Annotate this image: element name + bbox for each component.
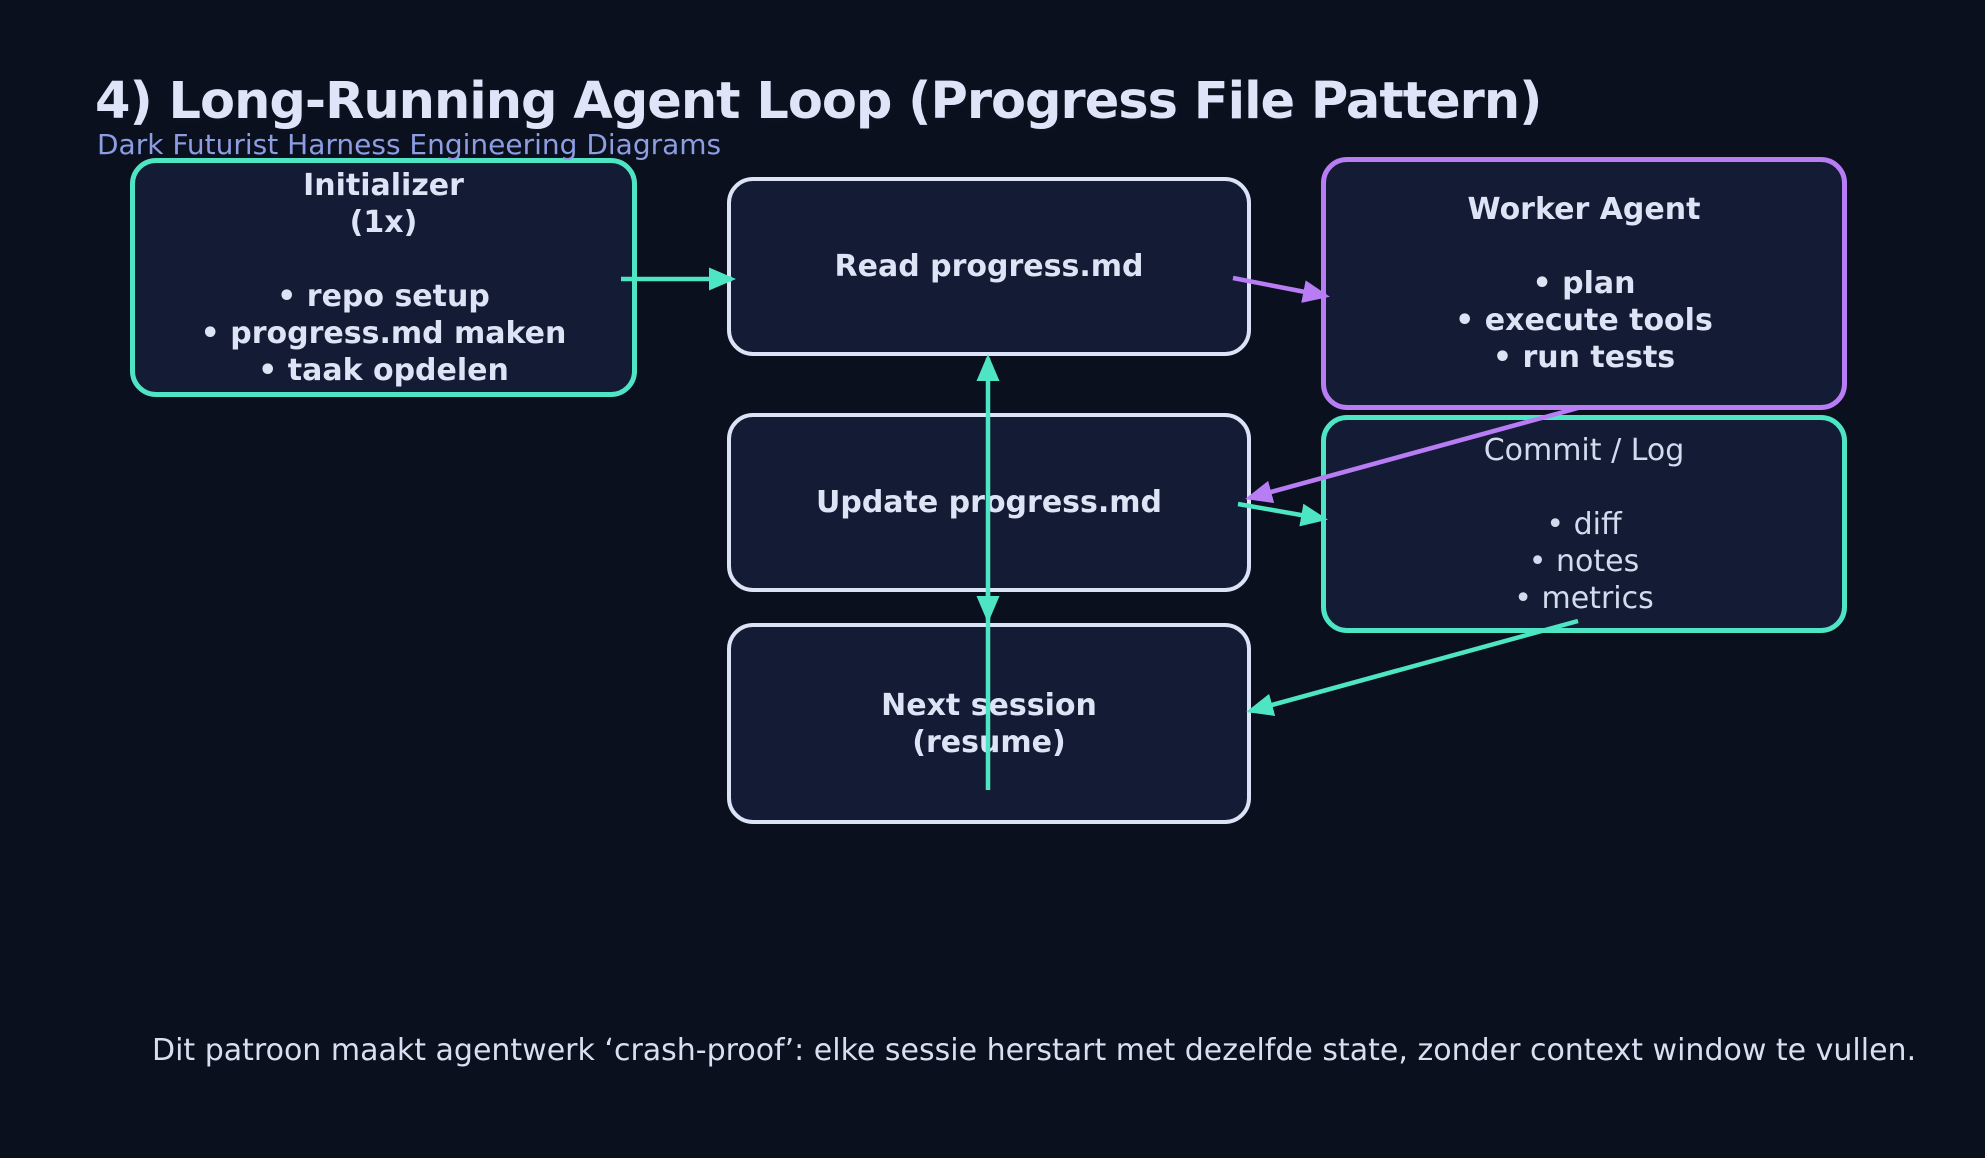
node-commit-log-bullet: • diff <box>1546 506 1622 542</box>
node-initializer-bullet: • repo setup <box>277 278 490 314</box>
node-initializer-subtitle: (1x) <box>349 204 418 240</box>
node-worker-agent: Worker Agent • plan • execute tools • ru… <box>1321 157 1847 410</box>
node-next-session-title: Next session <box>881 687 1097 723</box>
node-worker-agent-bullet: • plan <box>1532 266 1636 301</box>
node-worker-agent-bullet: • run tests <box>1492 340 1676 375</box>
node-commit-log-bullet: • notes <box>1528 543 1640 579</box>
node-initializer-bullet: • progress.md maken <box>200 315 567 351</box>
node-worker-agent-title: Worker Agent <box>1467 192 1701 227</box>
node-read-progress-title: Read progress.md <box>834 249 1144 284</box>
node-update-progress-title: Update progress.md <box>815 485 1163 520</box>
node-initializer-bullet: • taak opdelen <box>258 352 509 388</box>
page-subtitle: Dark Futurist Harness Engineering Diagra… <box>97 128 722 161</box>
node-commit-log-bullet: • metrics <box>1514 580 1654 616</box>
node-commit-log: Commit / Log • diff • notes • metrics <box>1321 415 1847 633</box>
node-initializer: Initializer (1x) • repo setup • progress… <box>130 158 637 397</box>
page-title: 4) Long-Running Agent Loop (Progress Fil… <box>95 72 1542 131</box>
node-next-session: Next session (resume) <box>727 623 1251 824</box>
node-next-session-subtitle: (resume) <box>912 724 1066 760</box>
node-initializer-title: Initializer <box>303 167 464 203</box>
node-worker-agent-bullet: • execute tools <box>1455 303 1713 338</box>
node-commit-log-title: Commit / Log <box>1483 432 1685 468</box>
edge-commit-to-next-arrow <box>1246 618 1579 717</box>
footer-caption: Dit patroon maakt agentwerk ‘crash-proof… <box>152 1033 1917 1068</box>
node-read-progress: Read progress.md <box>727 177 1251 356</box>
node-update-progress: Update progress.md <box>727 413 1251 592</box>
